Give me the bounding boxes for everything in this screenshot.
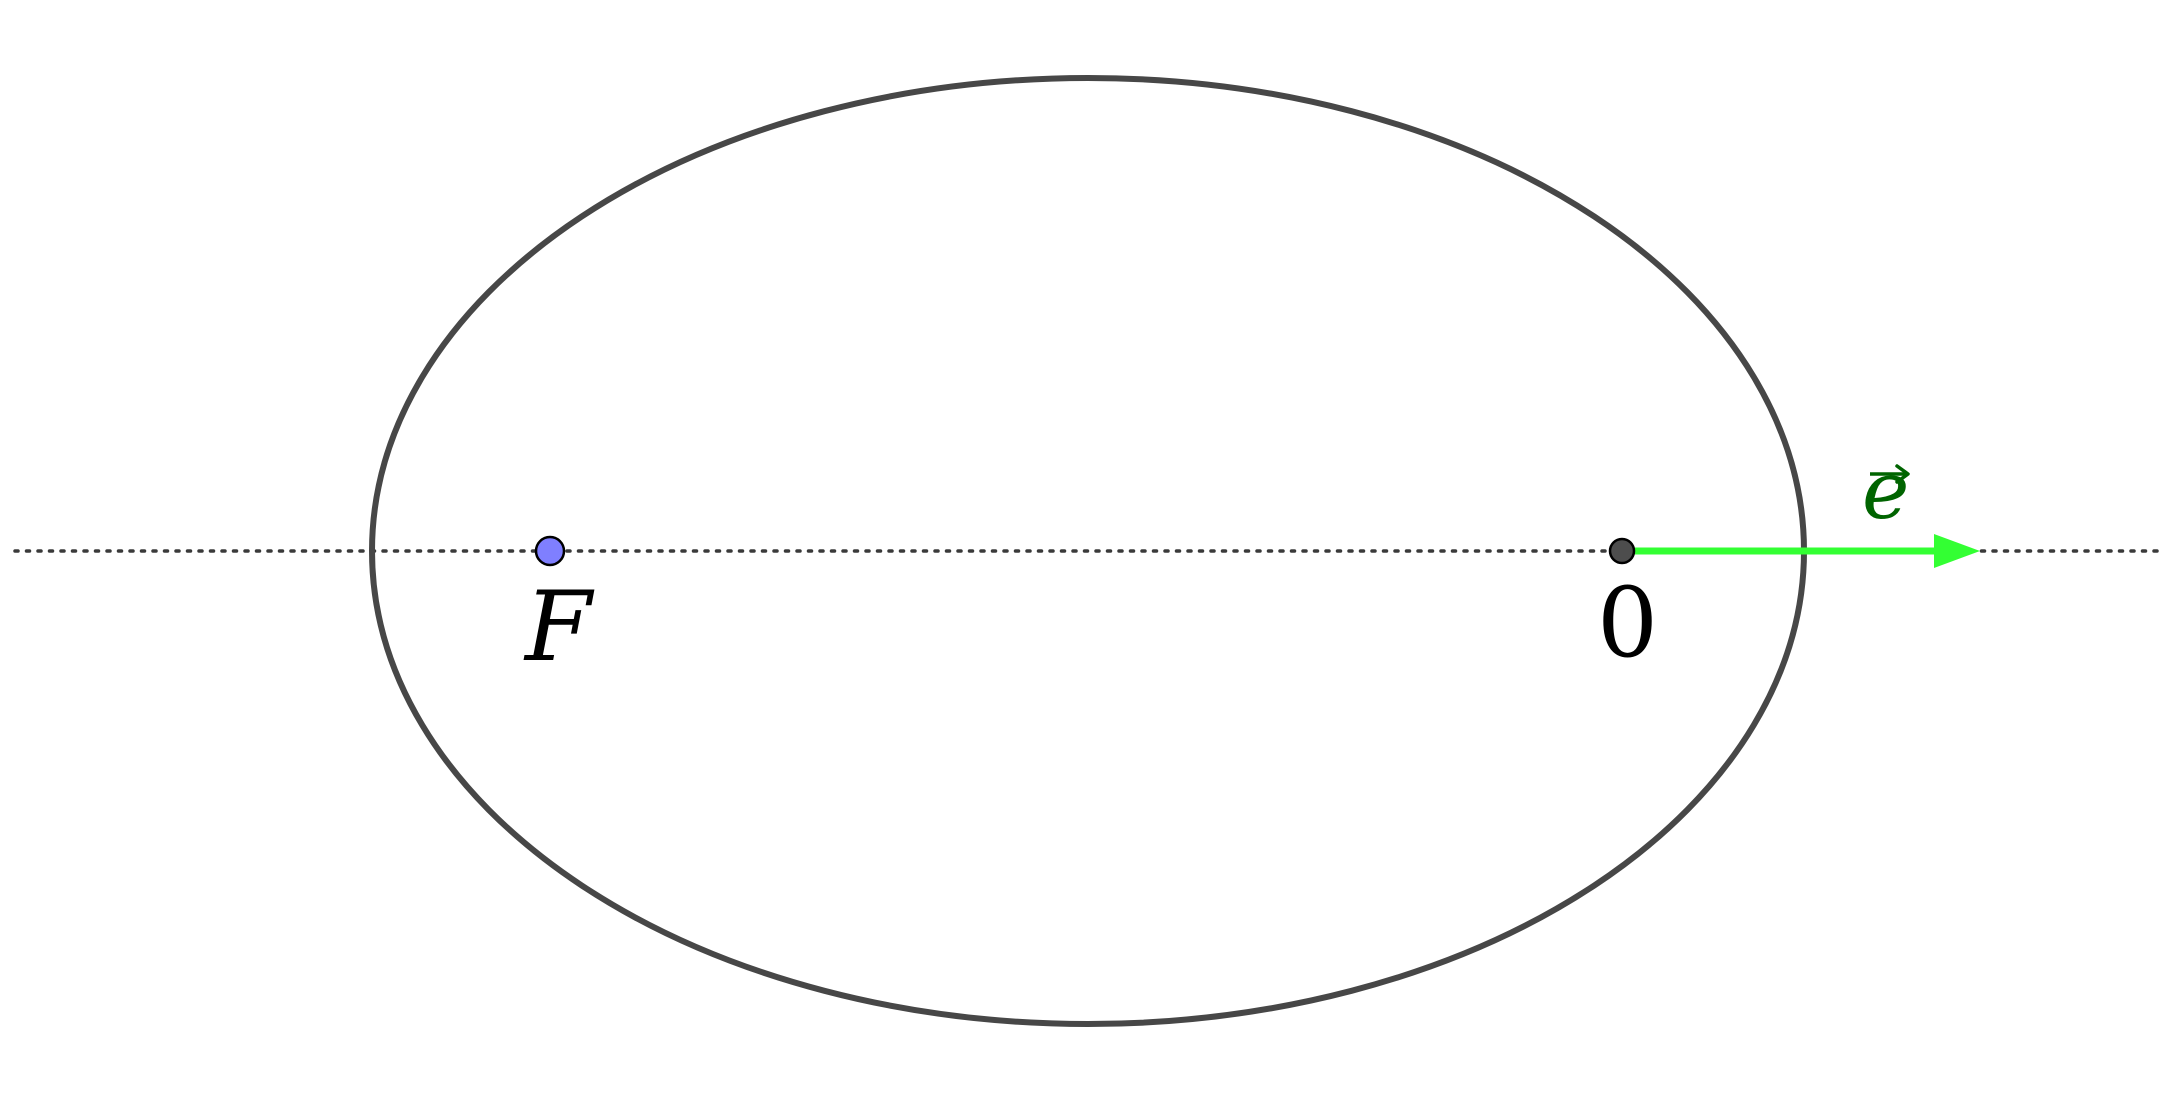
vector-arrowhead [1934, 534, 1980, 568]
vector-label-arrow-icon [1870, 464, 1910, 484]
focus-point [534, 535, 566, 567]
origin-point [1608, 537, 1636, 565]
vector-label-letter: e [1862, 444, 1909, 537]
focus-label: F [523, 571, 595, 683]
vector-e [1632, 534, 1980, 568]
origin-label: 0 [1597, 567, 1658, 679]
vector-label: e [1862, 444, 1910, 537]
